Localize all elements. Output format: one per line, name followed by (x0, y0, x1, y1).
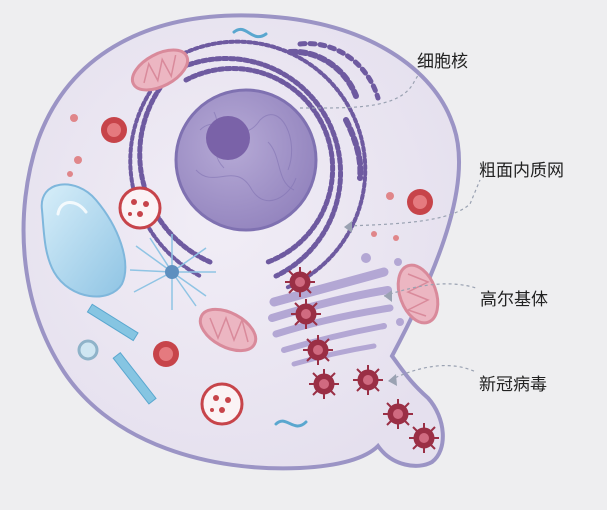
nucleus (174, 88, 318, 232)
golgi (268, 267, 394, 367)
lysosomes (67, 114, 433, 367)
label-rough-er: 粗面内质网 (479, 161, 564, 181)
leader-arrowheads (344, 221, 397, 386)
leader-lines (299, 71, 481, 381)
leader-golgi (383, 283, 477, 297)
vacuole (40, 183, 127, 298)
cytoskeleton (77, 303, 157, 405)
label-golgi: 高尔基体 (480, 290, 548, 310)
centrosome (129, 234, 216, 310)
virus-particles (285, 267, 439, 453)
peroxisomes (118, 186, 244, 426)
label-virus: 新冠病毒 (479, 375, 547, 395)
mitochondria (130, 48, 440, 353)
leader-nucleus (299, 71, 421, 109)
leader-er (347, 179, 481, 227)
nucleolus (206, 116, 250, 160)
label-nucleus: 细胞核 (417, 52, 468, 72)
leader-virus (389, 365, 477, 381)
